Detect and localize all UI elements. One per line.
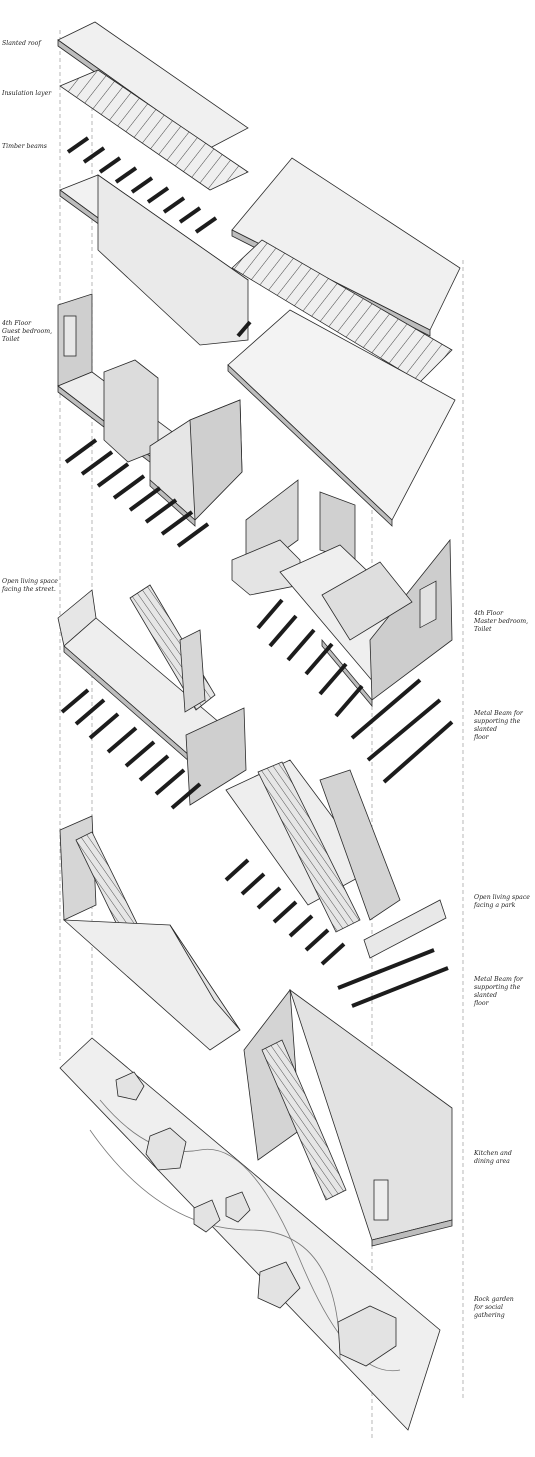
label-insulation-layer: Insulation layer (2, 90, 52, 97)
label-metal-beam-upper: Metal Beam for supporting the slanted fl… (474, 710, 523, 741)
label-fourth-floor-guest: 4th Floor Guest bedroom, Toilet (2, 320, 53, 343)
label-rock-garden: Rock garden for social gathering (474, 1296, 514, 1319)
kitchen-dining-block (59, 815, 453, 1247)
insulation-layer-lower (231, 239, 453, 383)
label-timber-beams: Timber beams (2, 143, 47, 150)
guest-block-beams (64, 438, 210, 548)
insulation-layer-upper (59, 69, 249, 191)
ceiling-slab-upper (59, 174, 249, 346)
rocks (115, 1071, 397, 1367)
label-fourth-floor-master: 4th Floor Master bedroom, Toilet (474, 610, 529, 633)
label-open-living-park: Open living space facing a park (474, 894, 530, 909)
ceiling-slab-lower (227, 309, 456, 527)
open-living-park-block (225, 759, 447, 959)
label-metal-beam-lower: Metal Beam for supporting the slanted fl… (474, 976, 523, 1007)
label-slanted-roof: Slanted roof (2, 40, 41, 47)
master-block-beams (256, 598, 454, 784)
park-block-beams (224, 858, 449, 1008)
fourth-floor-master-block (231, 479, 453, 708)
label-kitchen-dining: Kitchen and dining area (474, 1150, 512, 1165)
street-block-beams (60, 688, 202, 810)
label-open-living-street: Open living space facing the street. (2, 578, 58, 593)
timber-beams-upper (66, 136, 218, 234)
open-living-street-block (57, 584, 247, 806)
fourth-floor-guest-block (57, 293, 243, 527)
